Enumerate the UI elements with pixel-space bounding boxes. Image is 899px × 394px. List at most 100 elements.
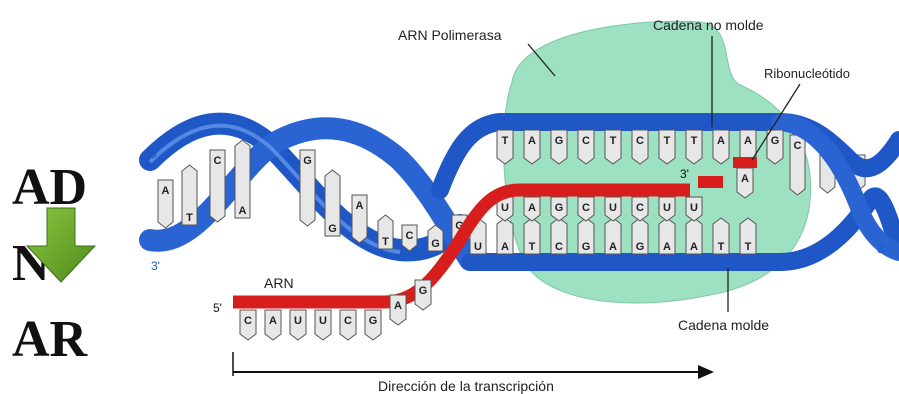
rna-tail-base: G	[365, 310, 381, 340]
rna-bubble-base: A	[524, 197, 540, 221]
template-base-letter: T	[745, 241, 752, 253]
rna-bubble-base-letter: U	[609, 202, 617, 214]
left-helix-base: A	[235, 140, 250, 218]
direction-label: Dirección de la transcripción	[378, 378, 554, 394]
rna-tail-base: A	[390, 295, 406, 325]
five-prime-top-label: 5'	[150, 147, 159, 161]
left-helix-base-letter: C	[406, 230, 414, 242]
left-helix-base: T	[182, 165, 197, 225]
left-helix-base: A	[158, 180, 173, 228]
left-helix-base-letter: G	[328, 223, 337, 235]
left-helix-base: G	[428, 225, 443, 251]
rna-tail-base: U	[315, 310, 331, 340]
rna-tail-base: U	[290, 310, 306, 340]
rna-bubble-base: U	[605, 197, 621, 221]
template-base: A	[686, 218, 702, 254]
non-template-base-letter: A	[744, 135, 752, 147]
rna-tail-base-letter: G	[419, 285, 428, 297]
non-template-base: T	[605, 130, 621, 164]
template-base-letter: G	[582, 241, 591, 253]
polymerase-label: ARN Polimerasa	[398, 27, 502, 43]
template-base: A	[605, 218, 621, 254]
template-base: C	[551, 218, 567, 254]
rna-tail-base-letter: A	[394, 300, 402, 312]
non-template-base-letter: G	[771, 135, 780, 147]
non-template-base-letter: T	[502, 135, 509, 147]
rna-new-segment	[698, 176, 723, 188]
direction-arrowhead-icon	[698, 365, 714, 379]
left-helix-base: T	[378, 215, 393, 249]
rna-label-diagram: ARN	[264, 275, 294, 291]
template-base: G	[578, 218, 594, 254]
three-prime-rna-label: 3'	[680, 167, 689, 181]
non-template-base-letter: A	[528, 135, 536, 147]
template-base: T	[740, 218, 756, 254]
rna-bubble-base-letter: U	[690, 202, 698, 214]
left-helix-base-letter: A	[356, 200, 364, 212]
left-helix-base: C	[402, 225, 417, 251]
left-helix-base-letter: T	[382, 236, 389, 248]
non-template-base-letter: T	[691, 135, 698, 147]
rna-tail-base-letter: U	[294, 315, 302, 327]
left-helix-base-letter: T	[186, 212, 193, 224]
template-base-letter: T	[718, 241, 725, 253]
template-base: T	[524, 218, 540, 254]
rna-tail-base-letter: C	[244, 315, 252, 327]
left-helix-base: G	[325, 170, 340, 236]
template-base: T	[713, 218, 729, 254]
non-template-base: C	[632, 130, 648, 164]
rna-tail-base: G	[415, 280, 431, 310]
non-template-base-letter: T	[664, 135, 671, 147]
non-template-base-letter: G	[555, 135, 564, 147]
non-template-base: A	[713, 130, 729, 164]
rna-tail-base: C	[340, 310, 356, 340]
non-template-base-letter: T	[610, 135, 617, 147]
rna-bubble-base-letter: C	[582, 202, 590, 214]
left-helix-base: G	[300, 150, 315, 226]
left-helix-base-letter: A	[162, 185, 170, 197]
left-helix-base: C	[210, 150, 225, 222]
left-helix-base-letter: G	[303, 155, 312, 167]
non-template-base: T	[686, 130, 702, 164]
rna-tail-base-letter: A	[269, 315, 277, 327]
right-helix-base: C	[790, 135, 805, 195]
rna-bubble-base-letter: U	[663, 202, 671, 214]
non-template-base: T	[659, 130, 675, 164]
non-template-base: G	[551, 130, 567, 164]
three-prime-left-label: 3'	[151, 259, 160, 273]
free-nucleotide-base: A	[737, 168, 753, 198]
rna-bubble-base: C	[632, 197, 648, 221]
template-label: Cadena molde	[678, 317, 769, 333]
template-base-letter: A	[690, 241, 698, 253]
rna-bubble-base-letter: G	[555, 202, 564, 214]
non-template-base-letter: C	[636, 135, 644, 147]
right-helix-base-letter: C	[794, 140, 802, 152]
left-helix-base-letter: G	[431, 238, 440, 250]
template-base-letter: G	[636, 241, 645, 253]
template-base-letter: T	[529, 241, 536, 253]
template-base: A	[659, 218, 675, 254]
non-template-base-letter: A	[717, 135, 725, 147]
template-base-letter: A	[663, 241, 671, 253]
ribonucleotide-label: Ribonucleótido	[764, 66, 850, 81]
template-base: G	[632, 218, 648, 254]
left-helix-base: A	[352, 195, 367, 243]
rna-bubble-base-letter: U	[501, 202, 509, 214]
template-base-letter: A	[501, 241, 509, 253]
non-template-base: C	[578, 130, 594, 164]
non-template-label: Cadena no molde	[653, 17, 764, 33]
three-prime-right-label: 3'	[877, 242, 886, 256]
rna-tail-base-letter: C	[344, 315, 352, 327]
left-helix-base-letter: C	[214, 155, 222, 167]
left-helix-base-letter: A	[239, 205, 247, 217]
rna-bubble-base-letter: C	[636, 202, 644, 214]
non-template-base-letter: C	[582, 135, 590, 147]
non-template-base: G	[767, 130, 783, 164]
non-template-base: A	[524, 130, 540, 164]
rna-bubble-base: G	[551, 197, 567, 221]
template-base-letter: U	[474, 241, 482, 253]
rna-tail-base: C	[240, 310, 256, 340]
template-base-letter: A	[609, 241, 617, 253]
rna-tail-base-letter: G	[369, 315, 378, 327]
